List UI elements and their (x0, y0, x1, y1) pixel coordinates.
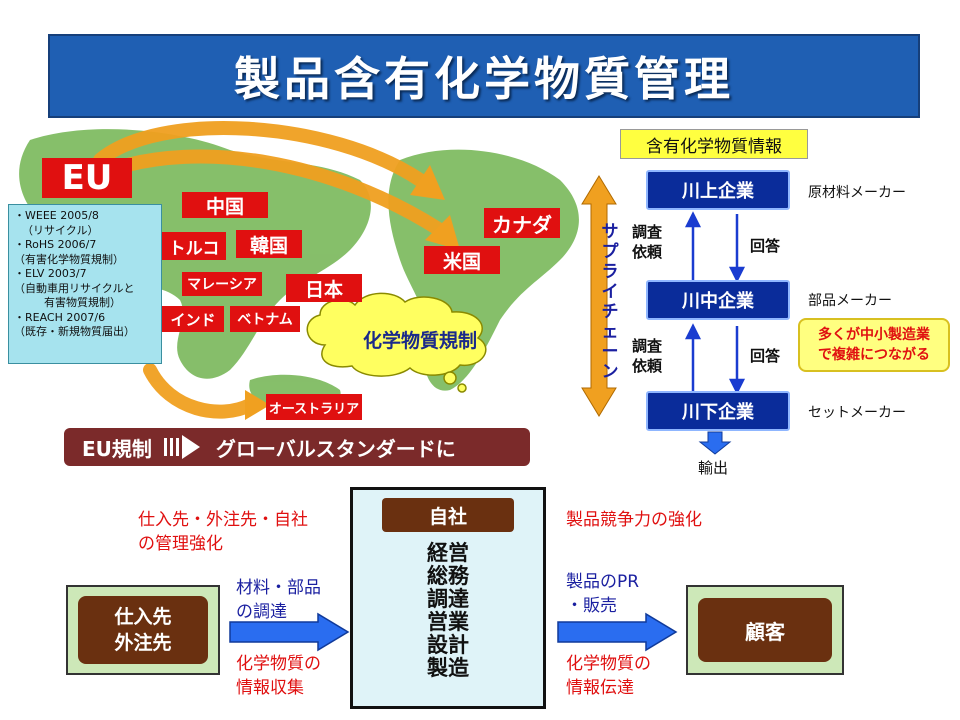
note-line: 仕入先・外注先・自社 (138, 510, 308, 530)
banner-left-text: EU規制 (82, 436, 152, 461)
department-item: 経営 (427, 541, 469, 565)
supplier-line: 仕入先 (114, 606, 172, 628)
country-india: インド (162, 306, 224, 332)
title-bar: 製品含有化学物質管理 (48, 34, 920, 118)
supplier-line: 外注先 (114, 632, 172, 654)
note-line: 情報収集 (236, 678, 304, 698)
country-japan: 日本 (286, 274, 362, 302)
inbound-arrow-icon (229, 612, 350, 652)
banner-right-text: グローバルスタンダードに (215, 436, 456, 461)
orange-arrows (93, 121, 447, 419)
note-line: 製品のPR (566, 572, 640, 592)
eu-global-banner: EU規制 グローバルスタンダードに (64, 428, 530, 466)
answer-label-1: 回答 (750, 237, 781, 255)
eu-reg-line: ・ELV 2003/7 (14, 267, 87, 280)
department-item: 総務 (427, 564, 469, 588)
info-transmission-note: 化学物質の 情報伝達 (566, 652, 651, 700)
procurement-note: 材料・部品 の調達 (236, 576, 321, 624)
sales-note: 製品のPR ・販売 (566, 570, 639, 618)
supply-chain-arrows (581, 175, 746, 455)
note-line: 情報伝達 (566, 678, 634, 698)
country-turkey: トルコ (162, 232, 226, 260)
customer-label-box: 顧客 (698, 598, 832, 662)
supplier-management-note: 仕入先・外注先・自社 の管理強化 (138, 508, 308, 556)
callout-line: 多くが中小製造業 (818, 327, 930, 343)
note-line: 化学物質の (566, 654, 651, 674)
cloud-label: 化学物質規制 (362, 330, 477, 352)
country-china: 中国 (182, 192, 268, 218)
own-company-title: 自社 (382, 498, 514, 532)
cloud-shape (306, 292, 487, 393)
note-line: の管理強化 (138, 534, 223, 554)
callout-line: で複雑につながる (818, 347, 930, 363)
info-collection-note: 化学物質の 情報収集 (236, 652, 321, 700)
export-arrow-icon (698, 431, 732, 455)
midstream-company: 川中企業 (646, 280, 790, 320)
request-line: 依頼 (632, 243, 663, 261)
request-arrows (684, 211, 702, 392)
eu-regulation-box: ・WEEE 2005/8 （リサイクル） ・RoHS 2006/7 （有害化学物… (8, 204, 162, 364)
department-item: 調達 (427, 587, 469, 611)
supply-chain-header: 含有化学物質情報 (620, 129, 808, 159)
note-line: 化学物質の (236, 654, 321, 674)
department-list: 経営 総務 調達 営業 設計 製造 (350, 542, 546, 680)
request-line: 調査 (632, 223, 663, 241)
eu-reg-line: （有害化学物質規制） (14, 252, 124, 266)
eu-tag: EU (42, 158, 132, 198)
eu-reg-line: （リサイクル） (22, 223, 99, 237)
midstream-role: 部品メーカー (808, 293, 892, 309)
eu-reg-line: （自動車用リサイクルと (14, 281, 135, 295)
supply-chain-vertical-label: サプライチェーン (601, 222, 619, 382)
downstream-role: セットメーカー (808, 405, 906, 421)
country-malaysia: マレーシア (182, 272, 262, 296)
request-line: 依頼 (632, 357, 663, 375)
supply-chain-double-arrow (581, 175, 617, 417)
country-usa: 米国 (424, 246, 500, 274)
upstream-role: 原材料メーカー (808, 185, 906, 201)
page-title: 製品含有化学物質管理 (234, 52, 734, 106)
orange-arrow-heads (245, 165, 460, 420)
request-label-2: 調査 依頼 (632, 336, 662, 376)
eu-reg-line: ・RoHS 2006/7 (14, 238, 97, 251)
note-line: の調達 (236, 602, 287, 622)
country-korea: 韓国 (236, 230, 302, 258)
outbound-arrow-icon (557, 612, 678, 652)
eu-reg-line: 有害物質規制） (44, 296, 121, 309)
request-line: 調査 (632, 337, 663, 355)
eu-reg-line: ・WEEE 2005/8 (14, 209, 99, 222)
downstream-company: 川下企業 (646, 391, 790, 431)
note-line: 材料・部品 (236, 578, 321, 598)
upstream-company: 川上企業 (646, 170, 790, 210)
eu-reg-line: ・REACH 2007/6 (14, 310, 106, 324)
country-canada: カナダ (484, 208, 560, 238)
answer-arrows (728, 214, 746, 395)
supplier-label-box: 仕入先 外注先 (78, 596, 208, 664)
department-item: 営業 (427, 610, 469, 634)
export-label: 輸出 (698, 459, 729, 477)
department-item: 製造 (427, 656, 469, 680)
department-item: 設計 (427, 633, 469, 657)
note-line: ・販売 (566, 596, 617, 616)
sme-callout: 多くが中小製造業 で複雑につながる (798, 318, 950, 372)
country-vietnam: ベトナム (230, 306, 300, 332)
right-arrow-icon (163, 435, 200, 459)
eu-reg-line: （既存・新規物質届出） (14, 325, 135, 338)
answer-label-2: 回答 (750, 347, 781, 365)
competitiveness-note: 製品競争力の強化 (566, 510, 702, 530)
request-label-1: 調査 依頼 (632, 222, 662, 262)
country-australia: オーストラリア (266, 394, 362, 420)
